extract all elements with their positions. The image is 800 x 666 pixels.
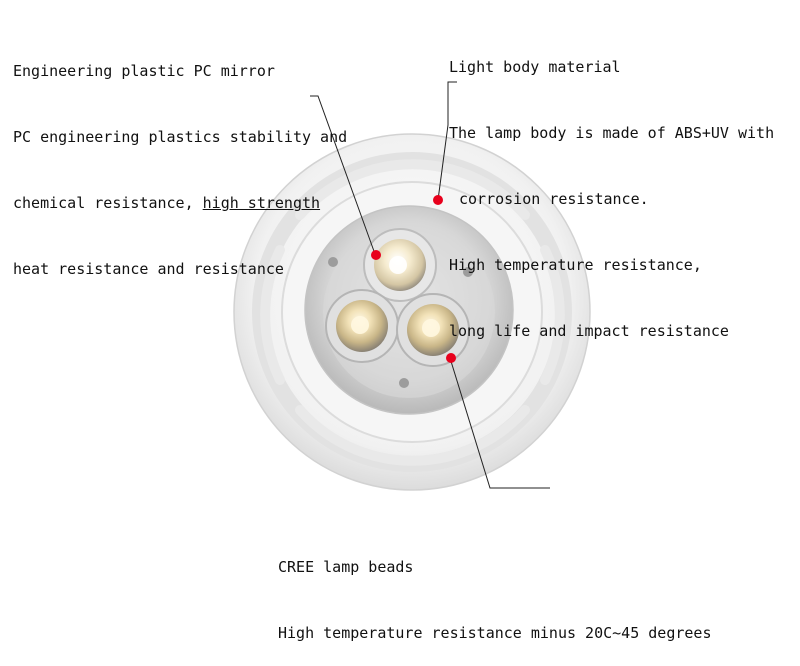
annotation-pc-mirror: Engineering plastic PC mirror PC enginee… [13,16,347,302]
annotation-line: High temperature resistance, [449,256,702,274]
annotation-line: CREE lamp beads [278,558,414,576]
annotation-line: Light body material [449,58,621,76]
annotation-line: The lamp body is made of ABS+UV with [449,124,775,142]
leader-line-right [437,81,457,201]
annotation-body-material: Light body material The lamp body is mad… [449,12,774,364]
leader-line-bottom [449,357,550,489]
screw [463,267,473,277]
marker-dot-bottom [446,353,456,363]
housing-slot [540,245,565,385]
annotation-text: chemical resistance, [13,194,203,212]
housing-slot [295,405,530,466]
annotation-underlined-text: high strength [202,194,321,212]
annotation-line: long life and impact resistance [449,322,729,340]
housing-slot [260,245,285,385]
annotation-line: PC engineering plastics stability and [13,128,348,146]
led-bead-top [363,228,437,302]
led-bead-right [396,293,470,367]
housing-slot [295,159,530,220]
annotation-line: chemical resistance, high strength [13,192,347,214]
annotation-line: heat resistance and resistance [13,260,284,278]
lamp-illustration [233,81,591,491]
led-bead-left [325,289,399,363]
leader-line-left [310,95,376,255]
annotation-line: High temperature resistance minus 20C~45… [278,624,712,642]
annotation-lamp-beads: CREE lamp beads High temperature resista… [278,512,711,666]
screw [328,257,338,267]
marker-dot-right [433,195,443,205]
annotation-line: Engineering plastic PC mirror [13,62,275,80]
annotation-line: corrosion resistance. [459,190,649,208]
marker-dot-left [371,250,381,260]
screw [399,378,409,388]
